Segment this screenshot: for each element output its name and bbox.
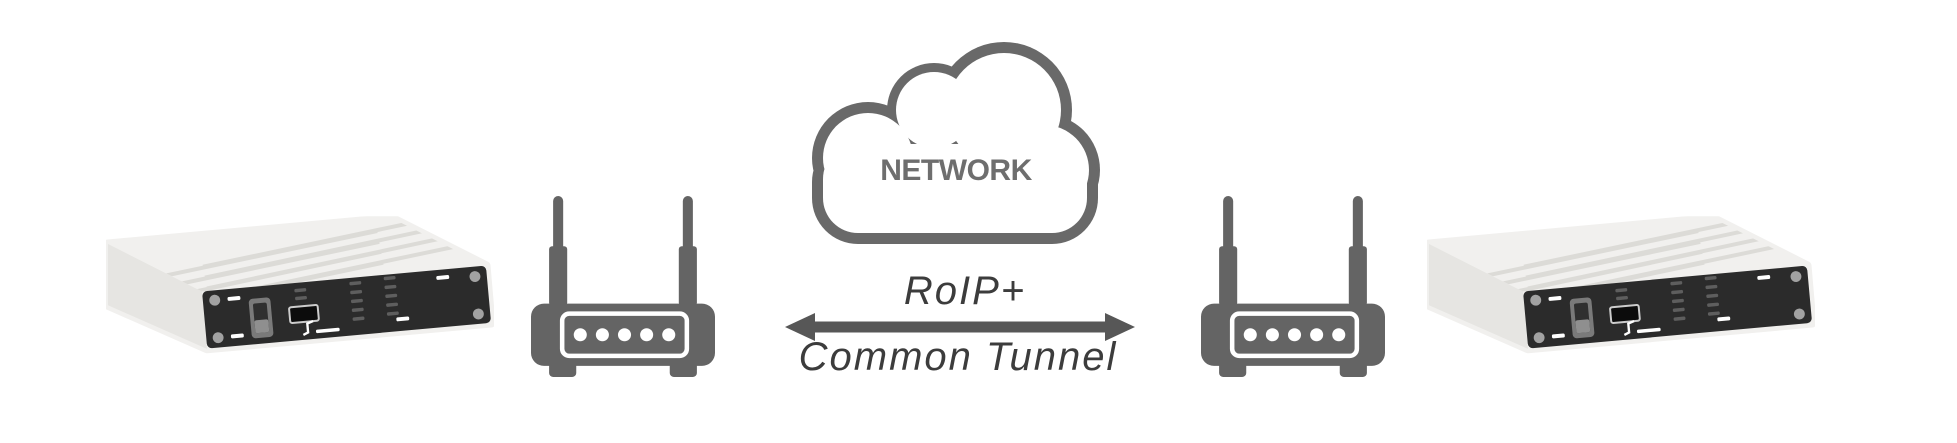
- network-label: NETWORK: [880, 154, 1032, 187]
- cloud-interior: [823, 53, 1089, 233]
- rack-device-right-icon: [1427, 216, 1815, 355]
- wifi-router-left-icon: [531, 196, 715, 380]
- bidirectional-arrow-icon: [785, 313, 1135, 341]
- wifi-router-right-icon: [1201, 196, 1385, 380]
- network-cloud-icon: NETWORK: [812, 42, 1100, 244]
- tunnel-label-top: RoIP+: [903, 269, 1027, 313]
- tunnel-label-bottom: Common Tunnel: [798, 335, 1118, 379]
- rack-device-left-icon: [106, 216, 494, 355]
